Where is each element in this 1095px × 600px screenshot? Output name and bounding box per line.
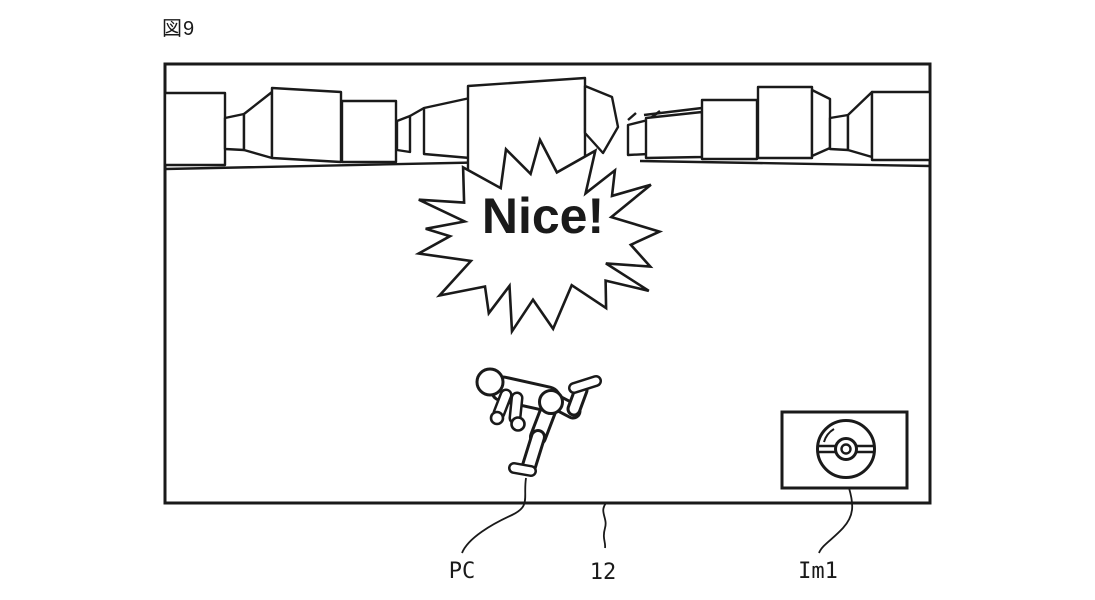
speech-bubble-starburst	[414, 136, 664, 336]
pokeball-highlight-arc	[823, 428, 835, 443]
figure-label: 図9	[162, 18, 196, 40]
building-roof-line	[409, 106, 425, 118]
building-tall-center	[468, 78, 585, 170]
leader-im1	[818, 487, 854, 554]
item-icon-box	[780, 410, 909, 490]
player-character	[475, 367, 602, 477]
leader-pc	[461, 477, 527, 554]
character-hand	[510, 416, 526, 432]
building	[828, 113, 850, 152]
character-head	[475, 367, 505, 397]
building	[870, 90, 932, 162]
character-arms	[489, 388, 526, 432]
building	[644, 110, 704, 160]
building	[163, 91, 227, 167]
building	[583, 84, 620, 155]
leader-lines	[461, 477, 854, 554]
building	[756, 85, 814, 160]
building	[223, 112, 246, 152]
skyline-baseline	[164, 159, 931, 171]
character-hand	[489, 410, 505, 426]
label-pc: PC	[449, 559, 476, 584]
city-skyline	[163, 76, 932, 171]
building	[422, 96, 472, 160]
building	[700, 98, 759, 161]
building	[395, 114, 412, 154]
label-12: 12	[590, 560, 617, 585]
speech-bubble-text: Nice!	[482, 188, 604, 244]
building	[810, 88, 832, 158]
building	[340, 99, 398, 164]
label-im1: Im1	[798, 559, 838, 584]
pokeball-icon	[816, 419, 876, 479]
leader-12	[602, 502, 607, 549]
building	[270, 86, 343, 164]
building-roof-line	[643, 106, 703, 117]
